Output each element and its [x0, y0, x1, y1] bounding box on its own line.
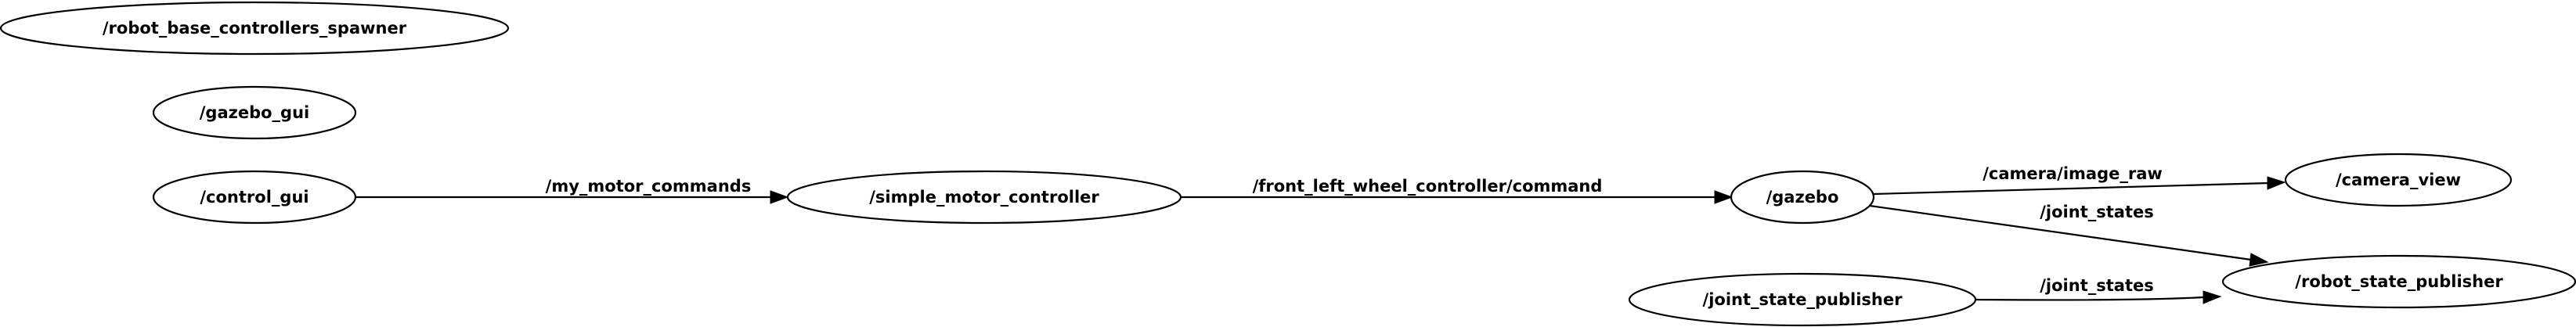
node-control-gui[interactable]: /control_gui — [152, 170, 357, 225]
edge-gazebo-to-camera: /camera/image_raw — [1873, 164, 2286, 196]
node-ellipse — [0, 1, 510, 56]
node-ellipse — [2284, 153, 2513, 207]
node-label: /robot_state_publisher — [2295, 272, 2503, 291]
node-label: /control_gui — [200, 188, 308, 207]
arrow-head — [2203, 290, 2222, 304]
edge-line — [1873, 181, 2269, 196]
arrow-head — [2249, 253, 2269, 267]
node-label: /joint_state_publisher — [1703, 290, 1903, 309]
edge-label-front-left-wheel-command: /front_left_wheel_controller/command — [1253, 177, 1603, 196]
edge-label-my-motor-commands: /my_motor_commands — [546, 177, 752, 196]
edge-line — [1869, 204, 2252, 261]
edge-line — [1975, 296, 2204, 301]
edge-label-camera-image-raw: /camera/image_raw — [1983, 164, 2163, 183]
node-label: /camera_view — [2336, 171, 2461, 189]
node-robot-base-controllers-spawner[interactable]: /robot_base_controllers_spawner — [0, 1, 510, 56]
node-ellipse — [152, 170, 357, 225]
node-simple-motor-controller[interactable]: /simple_motor_controller — [786, 170, 1182, 225]
edge-motor-to-gazebo: /front_left_wheel_controller/command — [1181, 177, 1734, 204]
edge-label-joint-states-jsp: /joint_states — [2040, 276, 2153, 295]
node-joint-state-publisher[interactable]: /joint_state_publisher — [1628, 272, 1977, 327]
node-ellipse — [1730, 170, 1875, 225]
node-ellipse — [786, 170, 1182, 225]
node-label: /simple_motor_controller — [869, 188, 1099, 207]
node-ellipse — [1628, 272, 1977, 327]
node-label: /gazebo_gui — [200, 103, 309, 122]
node-ellipse — [2221, 254, 2576, 309]
node-gazebo-gui[interactable]: /gazebo_gui — [152, 85, 357, 140]
node-ellipse — [152, 85, 357, 140]
node-label: /gazebo — [1766, 188, 1839, 207]
node-robot-state-publisher[interactable]: /robot_state_publisher — [2221, 254, 2576, 309]
arrow-head — [770, 190, 789, 204]
node-camera-view[interactable]: /camera_view — [2284, 153, 2513, 207]
edge-gazebo-to-rsp: /joint_states — [1869, 203, 2269, 267]
arrow-head — [1714, 190, 1734, 204]
edge-control-gui-to-motor: /my_motor_commands — [356, 177, 789, 204]
node-label: /robot_base_controllers_spawner — [103, 19, 407, 38]
node-gazebo[interactable]: /gazebo — [1730, 170, 1875, 225]
edge-label-joint-states-gazebo: /joint_states — [2040, 203, 2153, 221]
arrow-head — [2267, 176, 2286, 190]
edge-jsp-to-rsp: /joint_states — [1975, 276, 2222, 304]
